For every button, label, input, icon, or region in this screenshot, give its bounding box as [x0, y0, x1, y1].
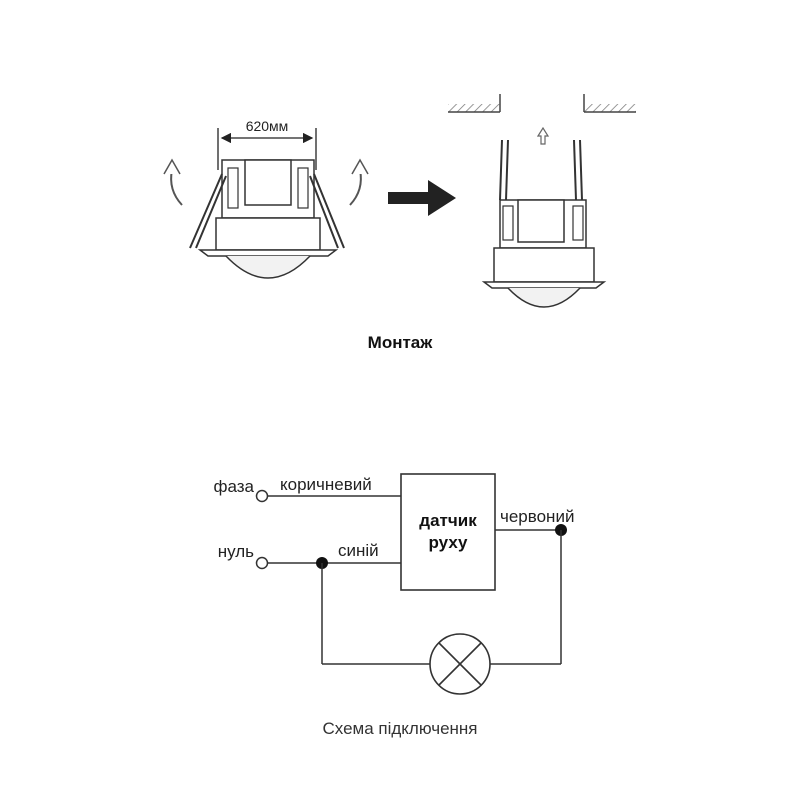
- next-step-arrow-icon: [388, 180, 456, 216]
- right-spring: [309, 173, 345, 249]
- phase-label: фаза: [214, 477, 255, 496]
- wiring-diagram: фаза коричневий нуль синій датчик руху ч…: [214, 473, 574, 695]
- brown-wire-label: коричневий: [280, 475, 372, 494]
- sensor-label-line1: датчик: [419, 511, 477, 530]
- sensor-open-illustration: 620мм: [163, 118, 369, 279]
- rotate-arrow-right-icon: [351, 158, 369, 175]
- wiring-caption: Схема підключення: [322, 719, 477, 738]
- motion-sensor-box: [400, 473, 496, 591]
- neutral-terminal: [255, 556, 269, 570]
- lamp-icon: [429, 633, 491, 695]
- width-dimension: 620мм: [217, 118, 317, 170]
- ceiling: [448, 94, 636, 113]
- red-wire-label: червоний: [500, 507, 574, 526]
- blue-wire-label: синій: [338, 541, 379, 560]
- neutral-label: нуль: [218, 542, 254, 561]
- left-spring: [189, 173, 227, 249]
- sensor-insert-illustration: [448, 94, 636, 308]
- phase-terminal: [255, 489, 269, 503]
- rotate-arrow-left-icon: [163, 158, 181, 175]
- dimension-label: 620мм: [246, 118, 289, 134]
- sensor-label-line2: руху: [429, 533, 468, 552]
- up-arrow-icon: [536, 126, 550, 145]
- mounting-caption: Монтаж: [368, 333, 434, 352]
